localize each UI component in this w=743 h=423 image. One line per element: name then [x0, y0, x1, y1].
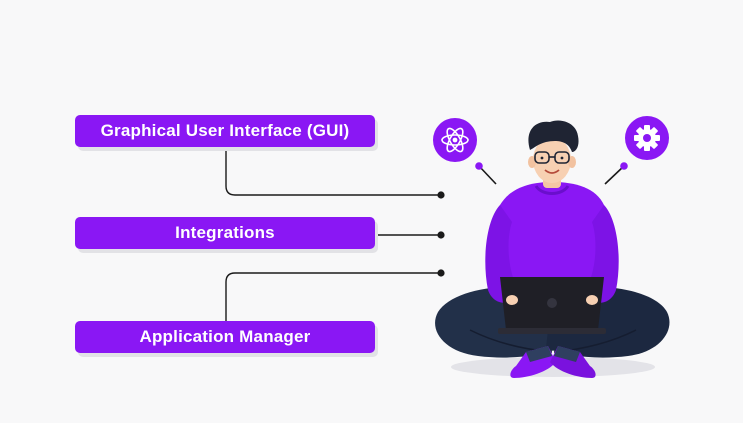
hand-left	[506, 295, 518, 305]
gear-icon	[634, 125, 660, 151]
app-manager-label: Application Manager	[75, 321, 375, 353]
floor-shadow	[451, 357, 655, 377]
torso	[485, 182, 619, 303]
connector-gui	[225, 148, 441, 196]
connector-dot-integrations	[437, 231, 445, 239]
feet	[510, 346, 596, 378]
gui-label-text: Graphical User Interface (GUI)	[100, 121, 350, 140]
atom-icon	[441, 127, 469, 153]
integrations-label-text: Integrations	[175, 223, 275, 242]
head	[528, 120, 579, 183]
hand-right	[586, 295, 598, 305]
gui-label: Graphical User Interface (GUI)	[75, 115, 375, 147]
integrations-label: Integrations	[75, 217, 375, 249]
connector-app-manager	[225, 272, 441, 321]
app-manager-label-text: Application Manager	[139, 327, 311, 346]
connector-lines	[225, 148, 441, 321]
laptop	[498, 277, 606, 334]
atom-badge	[433, 118, 497, 185]
connector-dot-app-manager	[437, 269, 445, 277]
gear-badge	[604, 116, 669, 185]
connector-dot-gui	[437, 191, 445, 199]
laptop-logo	[547, 298, 557, 308]
